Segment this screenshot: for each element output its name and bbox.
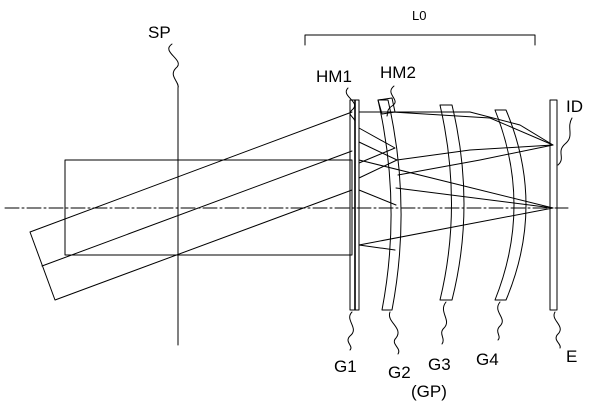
sp-leader-line: [168, 43, 179, 89]
axial-beam-rectangle: [64, 159, 353, 256]
sp-label: SP: [148, 23, 171, 42]
hm2-label: HM2: [380, 63, 416, 82]
l0-bracket: [304, 34, 536, 46]
ray: [397, 144, 554, 176]
ray: [358, 141, 398, 179]
g1-leader-line: [347, 311, 354, 351]
ray: [396, 144, 554, 161]
ray: [358, 127, 396, 164]
g3-label: G3: [428, 355, 451, 374]
e-leader-line: [553, 311, 561, 349]
ray: [358, 207, 554, 246]
ray: [358, 111, 554, 146]
g2-leader-line: [388, 311, 400, 355]
g3-leader-line: [441, 301, 448, 345]
hm1-label: HM1: [316, 67, 352, 86]
id-label: ID: [566, 97, 583, 116]
tilted-beam: [29, 111, 353, 301]
element-e: [549, 99, 558, 311]
ray: [391, 111, 554, 146]
ray: [358, 244, 396, 251]
g1-label: G1: [334, 357, 357, 376]
hm1-leader-line: [345, 87, 356, 123]
e-label: E: [566, 347, 577, 366]
lens-g2: [377, 99, 402, 311]
lens-g4: [494, 109, 527, 301]
ray: [358, 189, 397, 206]
ray: [358, 159, 554, 209]
l0-label: L0: [412, 8, 426, 23]
gp-label: (GP): [411, 382, 447, 401]
ray-traces: [358, 111, 554, 251]
hm2-leader-line: [386, 85, 396, 117]
g4-leader-line: [497, 301, 503, 341]
tilted-beam-center-ray: [41, 150, 353, 267]
g4-label: G4: [476, 350, 499, 369]
ray: [395, 187, 554, 209]
id-leader-line: [557, 117, 573, 166]
lens-g3: [439, 104, 465, 301]
g2-label: G2: [388, 363, 411, 382]
